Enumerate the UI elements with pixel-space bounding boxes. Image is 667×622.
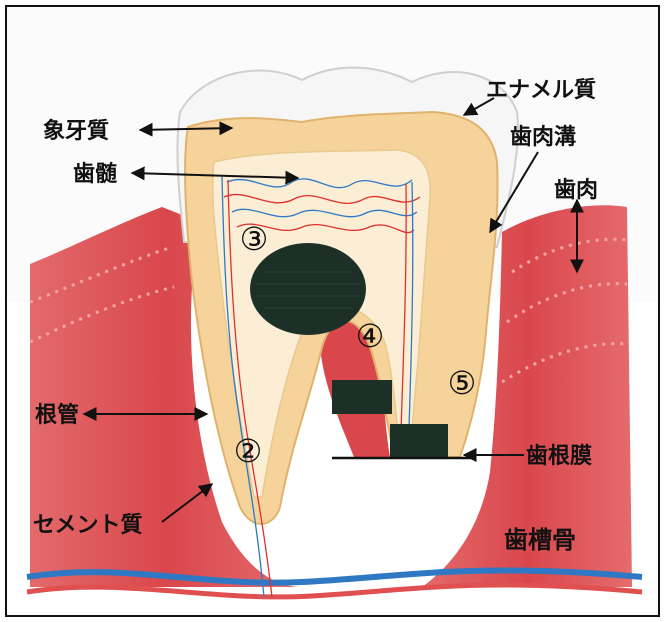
- label-zougeshitsu: 象牙質: [43, 118, 109, 144]
- label-shizui: 歯髄: [73, 161, 117, 187]
- label-shikonmaku: 歯根膜: [526, 443, 592, 469]
- label-enameru: エナメル質: [486, 78, 596, 103]
- marker-5: ⑤: [448, 364, 477, 402]
- redaction-box-1: [332, 380, 392, 414]
- diagram-frame: ③ ④ ⑤ ② 象牙質 歯髄 エナメル質 歯肉溝 歯肉 根管 セメント質 歯根膜…: [5, 5, 660, 617]
- tooth-diagram: ③ ④ ⑤ ② 象牙質 歯髄 エナメル質 歯肉溝 歯肉 根管 セメント質 歯根膜…: [7, 7, 658, 615]
- label-shisoukotsu: 歯槽骨: [504, 526, 576, 554]
- marker-4: ④: [356, 317, 385, 355]
- label-konkan: 根管: [35, 402, 79, 428]
- label-semento: セメント質: [33, 513, 143, 538]
- label-shiniku-kou: 歯肉溝: [510, 124, 576, 150]
- marker-2: ②: [234, 432, 263, 470]
- redaction-box-2: [390, 424, 448, 458]
- marker-3: ③: [240, 220, 269, 258]
- label-shiniku: 歯肉: [554, 177, 598, 203]
